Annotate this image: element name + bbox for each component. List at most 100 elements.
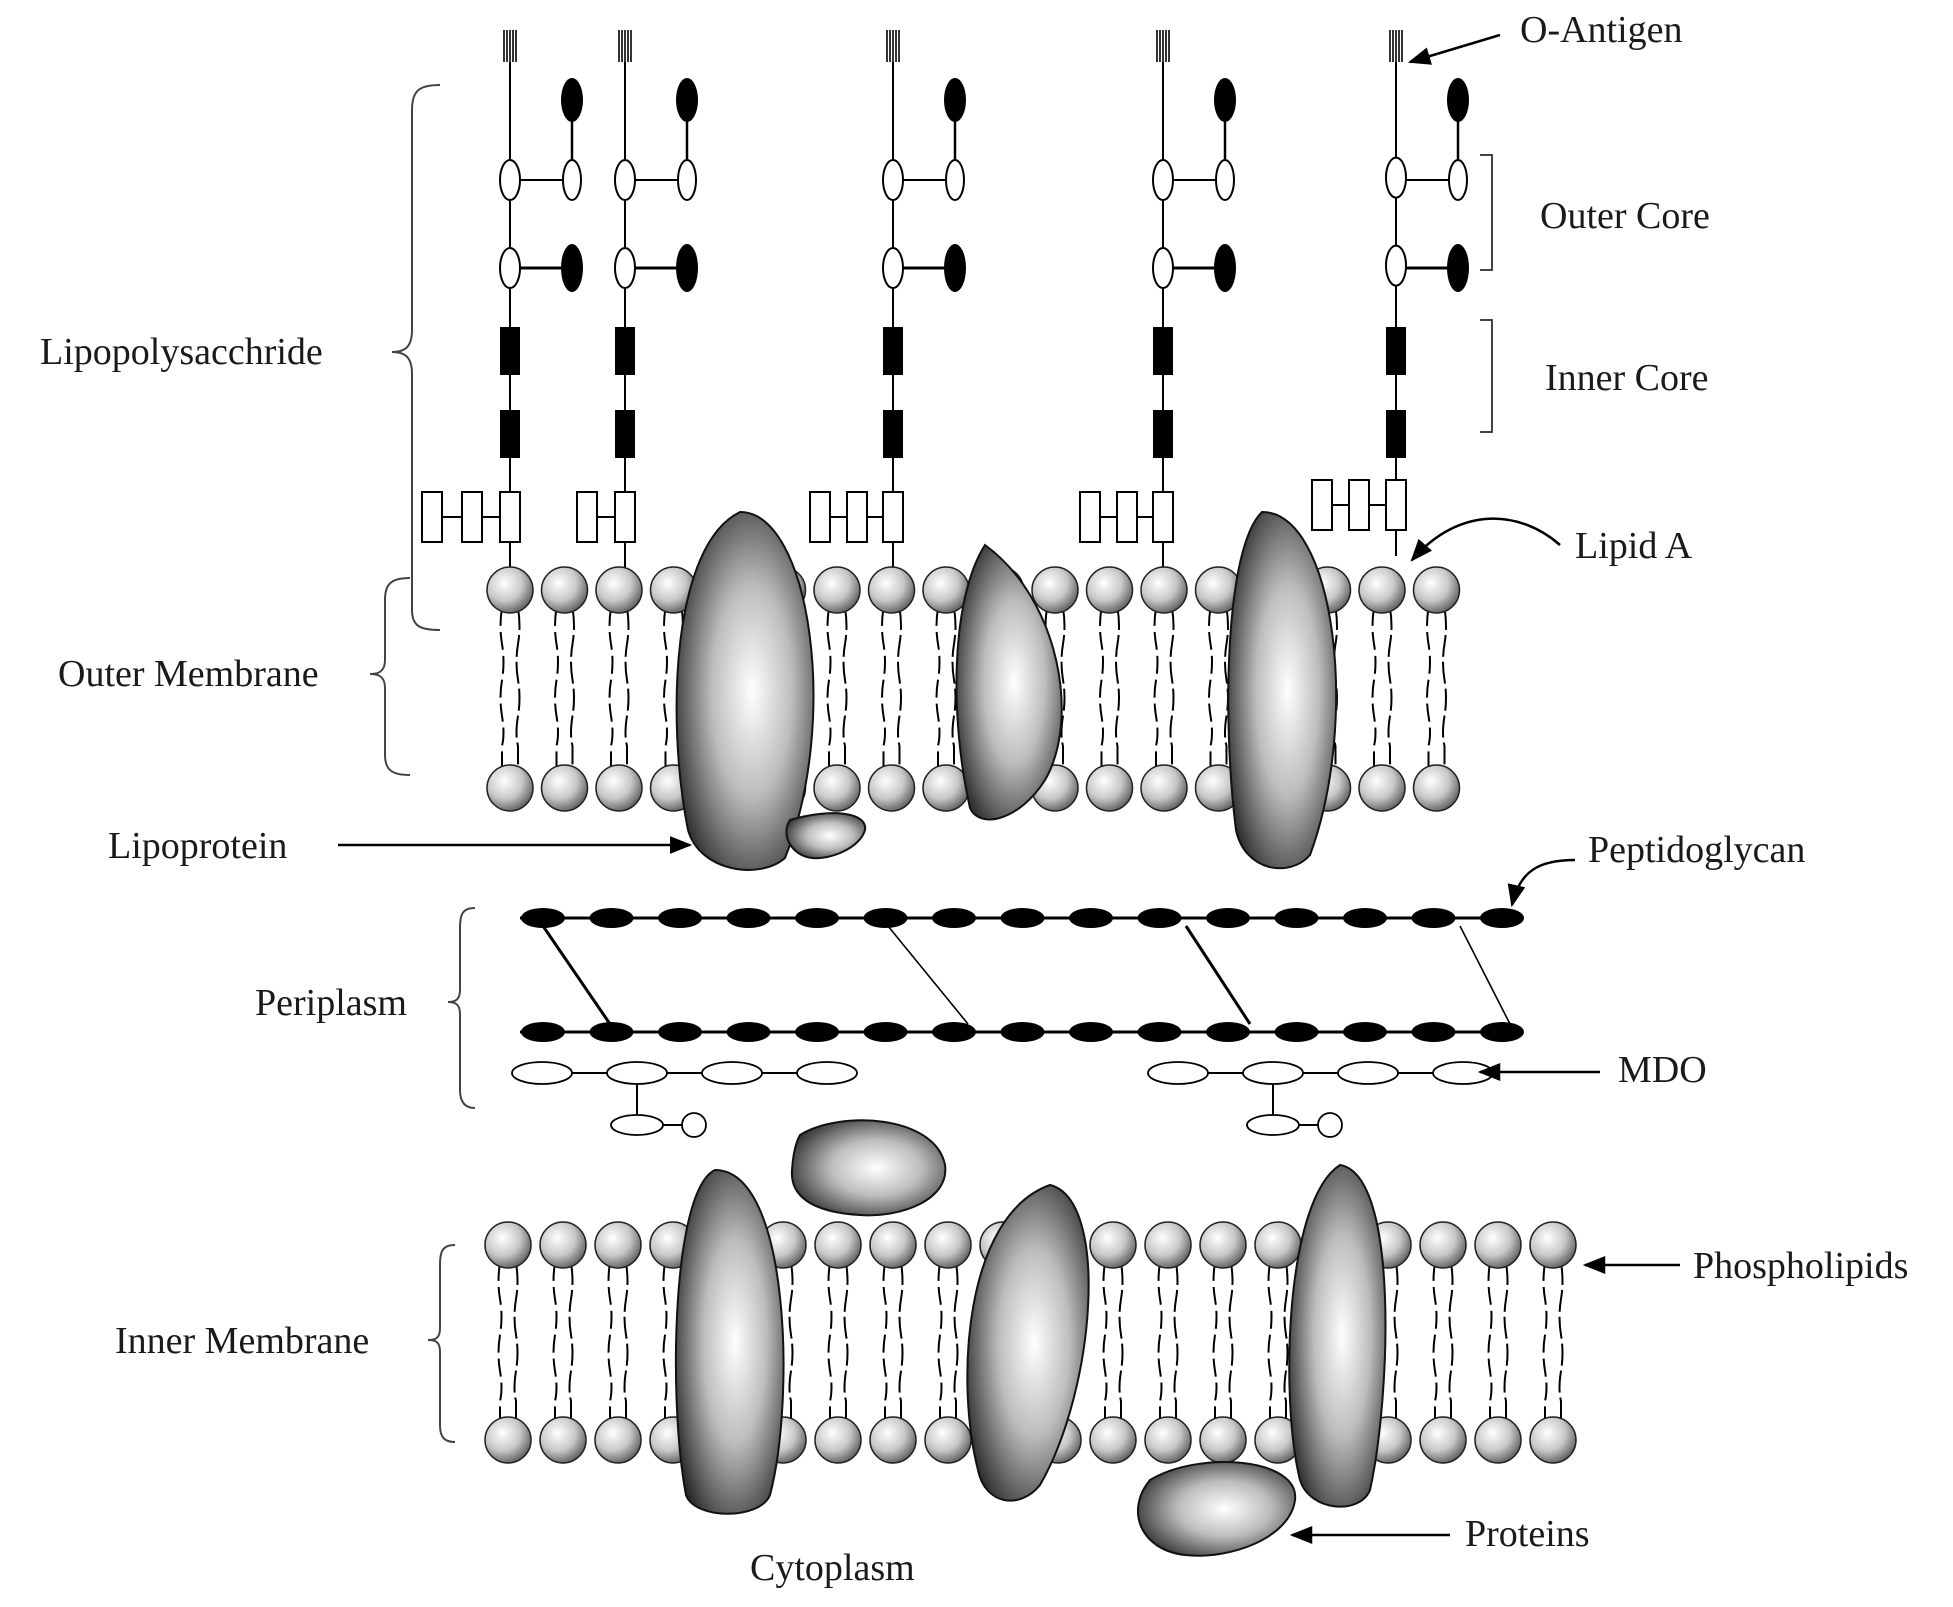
glycan-sugar — [589, 908, 634, 928]
outer-membrane-lipid-tail — [1371, 607, 1377, 770]
outer-membrane-lipid-tail — [1208, 607, 1213, 770]
outer-membrane-lipid-head — [486, 566, 534, 614]
mdo-glucose — [610, 1114, 664, 1136]
outer-membrane-lipid-tail — [1099, 607, 1104, 770]
mdo-glucose — [606, 1061, 668, 1085]
outer-membrane-lipid-tail — [1426, 607, 1431, 770]
mdo-glucose — [1242, 1061, 1304, 1085]
lps-chain — [1079, 30, 1236, 568]
inner-membrane-brace — [427, 1244, 456, 1443]
inner-membrane-lipid-tail — [898, 1262, 904, 1422]
outer-core-sugar — [499, 247, 521, 289]
outer-membrane-lipid-head — [867, 566, 916, 614]
lipid-a-unit — [1079, 491, 1101, 543]
outer-core-sugar-filled — [676, 244, 698, 292]
outer-membrane-lipid-head — [1140, 566, 1188, 614]
glycan-sugar — [1000, 908, 1045, 928]
inner-membrane-lipid-head — [1419, 1221, 1467, 1269]
inner-membrane-lipid-tail — [662, 1262, 668, 1422]
outer-core-sugar — [677, 159, 697, 201]
outer-membrane-proteins — [675, 510, 1337, 871]
outer-membrane-lipid-head — [1412, 764, 1461, 812]
inner-membrane-lipid-head — [814, 1416, 862, 1464]
outer-core-sugar — [945, 159, 965, 201]
outer-membrane-lipid-head — [540, 566, 589, 614]
periplasm-brace — [447, 907, 476, 1109]
inner-membrane-lipid-tail — [788, 1262, 794, 1422]
lps-chain — [809, 30, 966, 568]
inner-membrane-lipid-tail — [568, 1262, 574, 1422]
inner-membrane-lipid-head — [1254, 1221, 1302, 1269]
glycan-sugar — [658, 908, 702, 928]
outer-core-sugar-filled — [944, 78, 966, 122]
inner-membrane-lipid-head — [1474, 1221, 1522, 1269]
outer-membrane-lipid-head — [1031, 566, 1079, 614]
outer-membrane-lipid-head — [1358, 764, 1406, 812]
outer-membrane-lipid-tail — [515, 607, 521, 770]
outer-membrane-lipid-head — [1140, 764, 1188, 812]
inner-membrane-lipid-tail — [552, 1262, 558, 1422]
inner-membrane-lipid-tail — [1558, 1262, 1564, 1422]
lipid-a-unit — [421, 491, 443, 543]
inner-core-label: Inner Core — [1545, 357, 1709, 399]
outer-core-label: Outer Core — [1540, 195, 1710, 237]
inner-membrane-lipid-head — [869, 1221, 917, 1269]
glycan-sugar — [1343, 1022, 1387, 1042]
outer-core-sugar-filled — [561, 78, 583, 122]
inner-membrane-lipid-tail — [1228, 1262, 1234, 1422]
periplasm-label: Periplasm — [255, 982, 407, 1024]
outer-core-sugar — [614, 159, 636, 201]
lps-chain — [1311, 30, 1469, 556]
lipid-a-unit — [1152, 491, 1174, 543]
glycan-sugar — [863, 1022, 908, 1042]
inner-membrane-lipid-head — [484, 1221, 532, 1269]
inner-core-sugar — [883, 327, 903, 375]
outer-membrane-lipid-tail — [842, 607, 848, 770]
o-antigen-arrow — [1407, 33, 1501, 65]
peptide-crosslink — [887, 925, 969, 1025]
outer-core-sugar — [1215, 159, 1235, 201]
outer-membrane-lipid-tail — [663, 607, 668, 770]
glycan-sugar — [1274, 908, 1319, 928]
cytoplasm-label: Cytoplasm — [750, 1547, 915, 1589]
mdo-oligosaccharides — [511, 1061, 1494, 1138]
proteins-label: Proteins — [1465, 1513, 1590, 1555]
lipid-a-unit — [499, 491, 521, 543]
inner-membrane-lipid-tail — [1118, 1262, 1124, 1422]
outer-core-sugar — [614, 247, 636, 289]
glycan-sugar — [521, 1022, 565, 1042]
inner-core-sugar — [615, 327, 635, 375]
outer-membrane-lipid-tail — [826, 607, 832, 770]
glycan-sugar — [726, 1022, 771, 1042]
outer-membrane-lipid-head — [1085, 566, 1134, 614]
inner-membrane-lipid-tail — [827, 1262, 833, 1422]
inner-membrane-lipid-tail — [1102, 1262, 1108, 1422]
glycan-sugar — [658, 1022, 702, 1042]
inner-membrane-protein-left — [674, 1168, 785, 1515]
inner-membrane-proteins — [674, 1119, 1387, 1557]
inner-core-bracket — [1480, 319, 1493, 433]
inner-membrane-lipid-tail — [513, 1262, 519, 1422]
o-antigen-label: O-Antigen — [1520, 9, 1683, 51]
outer-membrane-lipid-head — [1085, 764, 1134, 812]
outer-membrane-lipid-head — [1412, 566, 1461, 614]
outer-membrane-lipid-tail — [897, 607, 902, 770]
outer-membrane-protein-middle — [955, 543, 1063, 821]
inner-core-sugar — [1153, 327, 1173, 375]
lipopolysaccharide-brace — [391, 84, 441, 631]
outer-membrane-lipid-head — [540, 764, 589, 812]
outer-membrane-lipid-tail — [1442, 607, 1447, 770]
lipid-a-unit — [846, 491, 868, 543]
bracket-lines — [369, 84, 1493, 1443]
outer-membrane-brace — [369, 577, 411, 776]
inner-membrane-lipid-head — [1144, 1221, 1192, 1269]
inner-membrane-lipid-tail — [1267, 1262, 1273, 1422]
inner-membrane-protein-middle — [966, 1183, 1090, 1502]
inner-membrane-lipid-head — [594, 1416, 642, 1464]
outer-membrane-lipid-tail — [554, 607, 559, 770]
inner-core-sugar — [500, 410, 520, 458]
inner-membrane-lipid-tail — [1542, 1262, 1548, 1422]
outer-membrane-lipid-tail — [499, 607, 505, 770]
inner-core-sugar — [1386, 327, 1406, 375]
